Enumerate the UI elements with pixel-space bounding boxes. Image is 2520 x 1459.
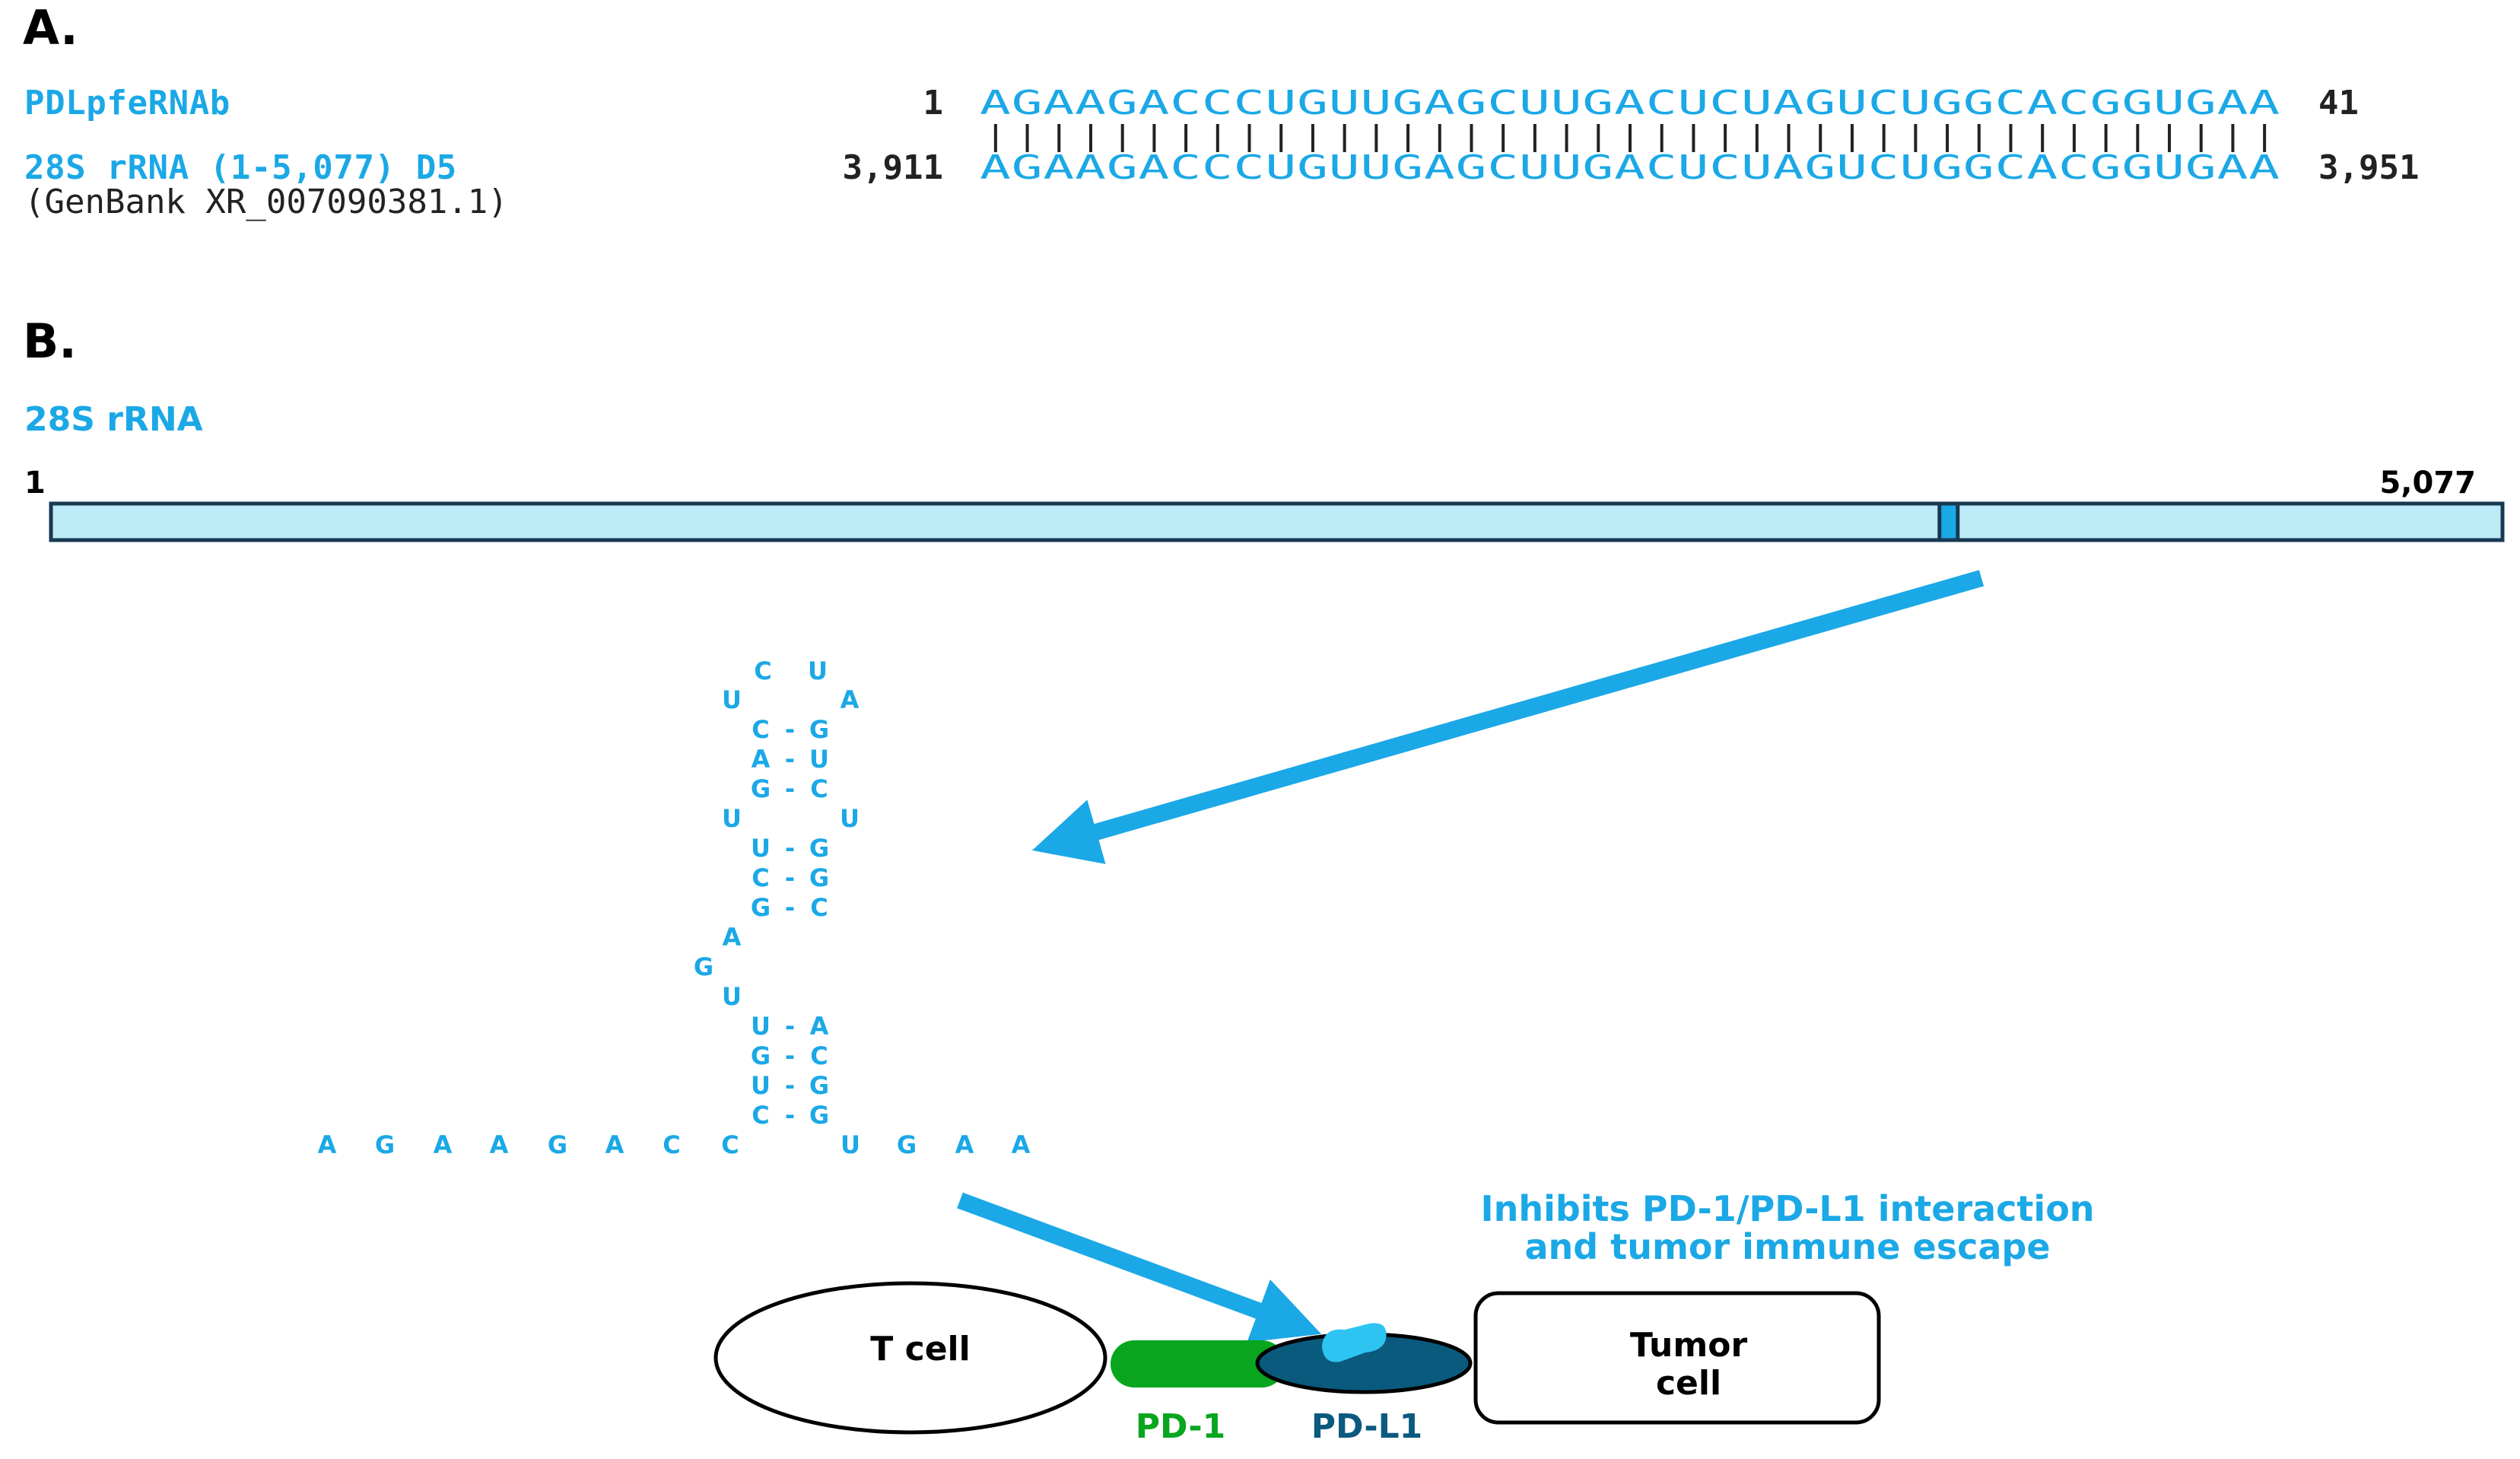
stem-pair-left: G — [751, 774, 771, 803]
stem-pair-right: G — [809, 1071, 829, 1100]
stem-pair-left: U — [751, 1071, 771, 1100]
query-sequence: AGAAGACCCUGUUGAGCUUGACUCUAGUCUGGCACGGUGA… — [980, 84, 2280, 122]
stem-pair-right: G — [809, 834, 829, 863]
stem-pair-bond: - — [785, 893, 795, 922]
subject-end: 3,951 — [2318, 148, 2419, 187]
tail-3prime-nucleotide: U — [841, 1130, 860, 1159]
stem-pair-left: C — [752, 1101, 769, 1130]
stem-pair-bond: - — [785, 863, 795, 892]
pdl1-label: PD-L1 — [1311, 1407, 1423, 1446]
bulge-nucleotide: U — [722, 804, 742, 833]
stem-pair-right: G — [809, 863, 829, 892]
stem-pair-right: C — [810, 1041, 828, 1070]
stem-pair-bond: - — [785, 774, 795, 803]
t-cell-label: T cell — [870, 1330, 970, 1368]
tumor-cell-label-line1: Tumor — [1630, 1326, 1748, 1365]
pd1-label: PD-1 — [1136, 1407, 1225, 1446]
genbank-accession: (GenBank XR_007090381.1) — [24, 183, 508, 221]
subject-name: 28S rRNA (1-5,077) D5 — [24, 148, 457, 187]
binding-arrow — [957, 1192, 1322, 1343]
stem-pair-left: C — [752, 863, 769, 892]
tail-5prime-nucleotide: C — [663, 1130, 680, 1159]
subject-sequence: AGAAGACCCUGUUGAGCUUGACUCUAGUCUGGCACGGUGA… — [980, 148, 2280, 187]
stem-pair-left: C — [752, 715, 769, 744]
subject-start: 3,911 — [843, 148, 943, 187]
stem-pair-left: U — [751, 834, 771, 863]
t-cell — [713, 1281, 1107, 1435]
mechanism-caption-line1: Inhibits PD-1/PD-L1 interaction — [1480, 1188, 2094, 1229]
loop-nucleotide: U — [808, 656, 828, 685]
tail-5prime-nucleotide: A — [605, 1130, 624, 1159]
stem-pair-right: G — [809, 1101, 829, 1130]
rrna-d5-highlight — [1937, 501, 1960, 542]
tail-5prime-nucleotide: C — [721, 1130, 739, 1159]
tumor-cell-label-line2: cell — [1656, 1364, 1721, 1403]
mechanism-caption-line2: and tumor immune escape — [1524, 1226, 2050, 1267]
rrna-bar-start: 1 — [24, 466, 46, 501]
tail-5prime-nucleotide: G — [548, 1130, 567, 1159]
rrna-bar-title: 28S rRNA — [24, 400, 203, 439]
tail-3prime-nucleotide: G — [897, 1130, 917, 1159]
stem-pair-bond: - — [785, 1041, 795, 1070]
stem-pair-bond: - — [785, 715, 795, 744]
loop-nucleotide: A — [841, 685, 860, 714]
stem-pair-left: U — [751, 1012, 771, 1041]
stem-pair-bond: - — [785, 1071, 795, 1100]
tumor-cell — [1473, 1291, 1881, 1425]
stem-pair-bond: - — [785, 1101, 795, 1130]
stem-pair-right: U — [809, 745, 829, 774]
tail-3prime-nucleotide: A — [955, 1130, 974, 1159]
stem-pair-bond: - — [785, 745, 795, 774]
loop-nucleotide: C — [754, 656, 771, 685]
unpaired-nucleotide: G — [694, 952, 713, 981]
bulge-nucleotide: U — [840, 804, 860, 833]
unpaired-nucleotide: U — [722, 982, 742, 1011]
loop-nucleotide: U — [722, 685, 742, 714]
tail-5prime-nucleotide: A — [434, 1130, 453, 1159]
tail-3prime-nucleotide: A — [1012, 1130, 1031, 1159]
stem-pair-right: C — [810, 893, 828, 922]
stem-pair-left: A — [752, 745, 771, 774]
stem-pair-left: G — [751, 1041, 771, 1070]
unpaired-nucleotide: A — [723, 923, 742, 952]
stem-pair-bond: - — [785, 1012, 795, 1041]
alignment-match-bars — [993, 124, 2267, 152]
panel-a-label: A. — [23, 0, 78, 56]
query-start: 1 — [923, 84, 944, 122]
query-name: PDLpfeRNAb — [24, 84, 230, 122]
tail-5prime-nucleotide: A — [318, 1130, 337, 1159]
rrna-bar-end: 5,077 — [2379, 466, 2476, 501]
stem-pair-right: C — [810, 774, 828, 803]
tail-5prime-nucleotide: A — [490, 1130, 509, 1159]
tail-5prime-nucleotide: G — [375, 1130, 395, 1159]
stem-pair-left: G — [751, 893, 771, 922]
rrna-bar — [49, 501, 2505, 542]
query-end: 41 — [2318, 84, 2359, 122]
stem-pair-right: G — [809, 715, 829, 744]
stem-pair-right: A — [810, 1012, 829, 1041]
zoom-arrow — [1031, 570, 1985, 864]
aptamer-bound-icon — [1322, 1323, 1387, 1362]
panel-b-label: B. — [23, 313, 77, 369]
pd1-receptor — [1111, 1340, 1285, 1387]
stem-pair-bond: - — [785, 834, 795, 863]
